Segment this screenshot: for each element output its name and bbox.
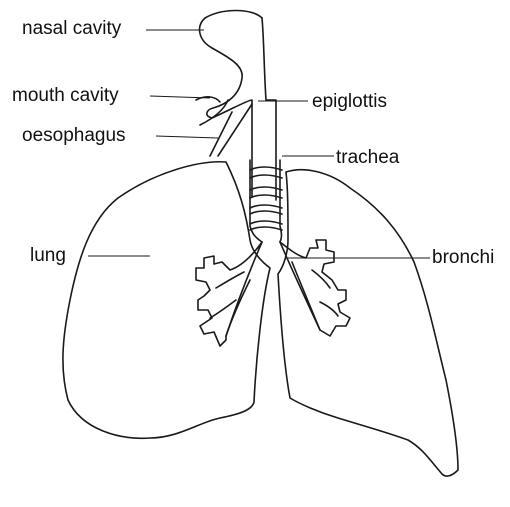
trachea-ring-4 xyxy=(250,195,282,198)
bronchi-left-inner xyxy=(216,272,244,288)
trachea-ring-3 xyxy=(250,187,282,190)
trachea-right-wall xyxy=(280,160,282,242)
bronchi-left-branches xyxy=(196,242,262,346)
label-mouth-cavity: mouth cavity xyxy=(12,85,119,106)
trachea-ring-6 xyxy=(250,211,282,214)
bronchi-right-inner-2 xyxy=(320,302,338,316)
trachea-ring-7 xyxy=(250,221,282,224)
bronchi-right-inner xyxy=(312,270,330,288)
trachea-ring-8 xyxy=(250,227,282,230)
bronchi-left-inner-2 xyxy=(210,300,236,318)
trachea-ring-2 xyxy=(250,175,282,178)
trachea-ring-1 xyxy=(250,167,282,170)
leader-oesophagus xyxy=(156,136,218,138)
label-oesophagus: oesophagus xyxy=(22,125,126,146)
label-lung: lung xyxy=(30,245,66,266)
right-lung-outline xyxy=(278,170,458,476)
trachea-ring-5 xyxy=(250,205,282,208)
bronchi-right-branches xyxy=(280,240,350,336)
label-bronchi: bronchi xyxy=(432,247,494,268)
label-epiglottis: epiglottis xyxy=(312,91,387,112)
oesophagus-outline xyxy=(210,112,232,156)
label-trachea: trachea xyxy=(336,147,400,168)
pharynx-right-wall xyxy=(262,18,276,200)
label-nasal-cavity: nasal cavity xyxy=(22,18,122,39)
